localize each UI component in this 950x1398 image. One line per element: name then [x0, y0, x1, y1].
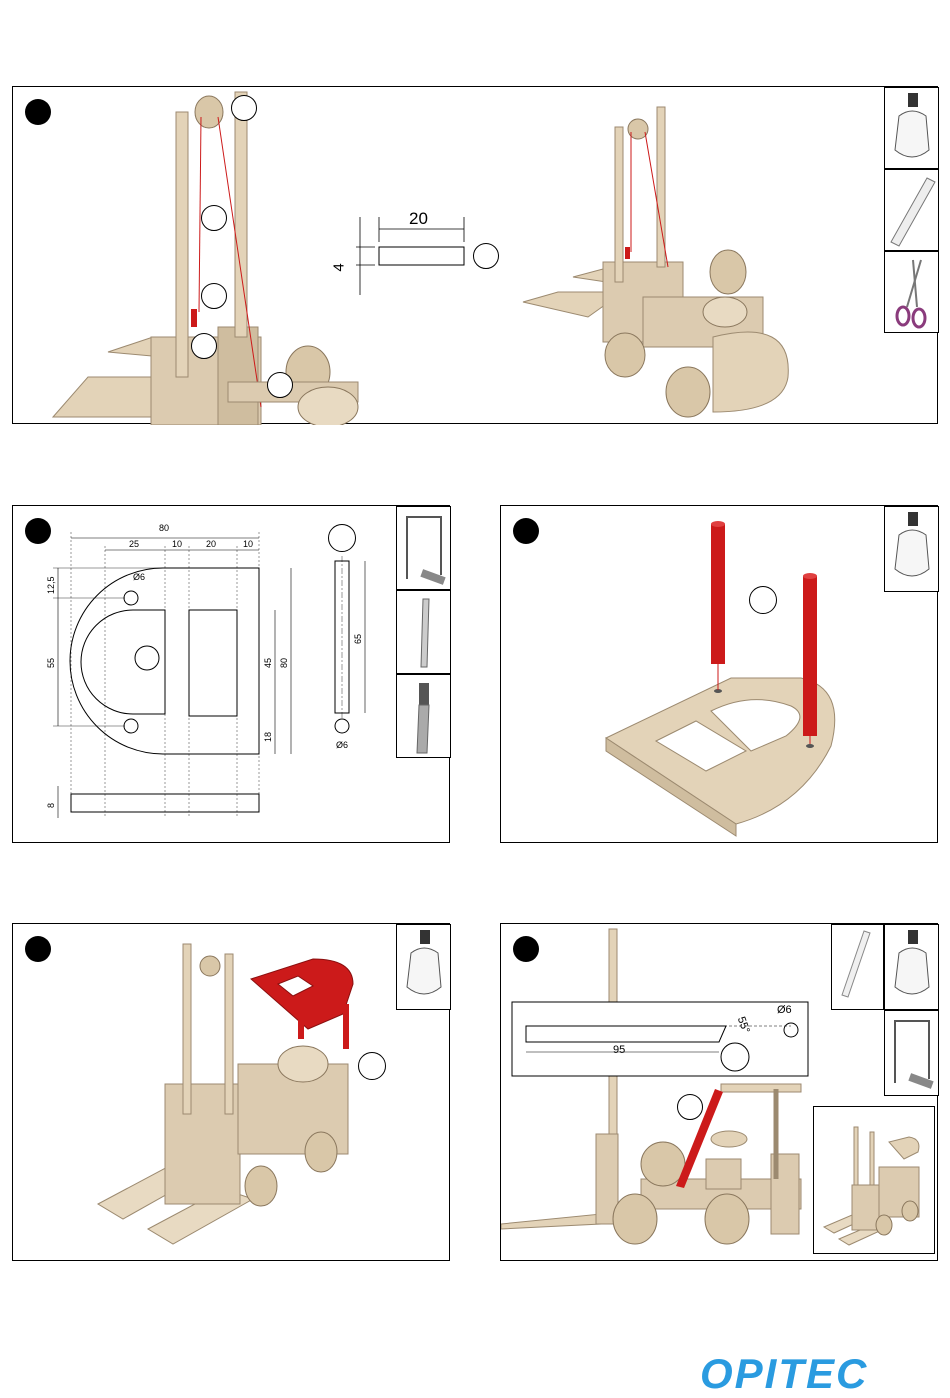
dim-rod-length: 65	[353, 634, 363, 644]
part-callout	[201, 205, 227, 231]
step-panel-5: 95 55° Ø6	[500, 923, 938, 1261]
dim-hole-diameter: Ø6	[133, 572, 145, 582]
dim-rod-diameter: Ø6	[336, 740, 348, 750]
dim-8: 8	[46, 803, 56, 808]
drill-bit-icon	[397, 591, 452, 675]
dim-45: 45	[263, 658, 273, 668]
glue-bottle-icon	[885, 88, 940, 170]
tool-glue-box	[884, 87, 939, 169]
part-callout	[677, 1094, 703, 1120]
fretsaw-icon	[885, 1011, 940, 1097]
dim-18: 18	[263, 732, 273, 742]
dim-20: 20	[206, 539, 216, 549]
step-panel-2: 80 25 10 20 10 Ø6 12,5 55 45 80 18 8 65 …	[12, 505, 450, 843]
tool-glue-box	[884, 506, 939, 592]
tool-glue-box	[884, 924, 939, 1010]
dimension-width-label: 20	[409, 209, 428, 229]
opitec-logo: OPITEC	[700, 1350, 868, 1398]
dim-bar-diameter: Ø6	[777, 1004, 792, 1016]
technical-drawing	[13, 506, 451, 844]
seat-mount-illustration	[13, 924, 451, 1262]
part-callout	[473, 243, 499, 269]
part-callout	[201, 283, 227, 309]
dim-25: 25	[129, 539, 139, 549]
scissors-icon	[885, 252, 940, 334]
file-icon	[397, 675, 452, 759]
glue-bottle-icon	[885, 507, 940, 593]
tool-scissors-box	[884, 251, 939, 333]
tool-fretsaw-box	[396, 506, 451, 590]
seat-assembly-illustration	[501, 506, 939, 844]
tool-drill-box	[396, 590, 451, 674]
dimension-height-label: 4	[331, 263, 348, 271]
dim-80-vertical: 80	[279, 658, 289, 668]
part-callout	[231, 95, 257, 121]
finished-forklift-thumbnail	[814, 1107, 936, 1255]
step-panel-4	[12, 923, 450, 1261]
tool-dowel-box	[831, 924, 884, 1010]
part-callout	[267, 372, 293, 398]
dim-bar-length: 95	[613, 1044, 625, 1056]
step-panel-1: 20 4	[12, 86, 938, 424]
dim-10a: 10	[172, 539, 182, 549]
tool-fretsaw-box	[884, 1010, 939, 1096]
dim-12-5: 12,5	[46, 576, 56, 594]
dim-total-width: 80	[159, 523, 169, 533]
tool-glue-box	[396, 924, 451, 1010]
fretsaw-icon	[397, 507, 452, 591]
tool-file-box	[396, 674, 451, 758]
tool-ruler-box	[884, 169, 939, 251]
step-panel-3	[500, 505, 938, 843]
glue-bottle-icon	[397, 925, 452, 1011]
dim-10b: 10	[243, 539, 253, 549]
part-callout	[328, 524, 356, 552]
dim-55: 55	[46, 658, 56, 668]
dowel-icon	[832, 925, 885, 1011]
glue-bottle-icon	[885, 925, 940, 1011]
ruler-icon	[885, 170, 940, 252]
part-callout	[191, 333, 217, 359]
part-callout	[358, 1052, 386, 1080]
part-callout	[749, 586, 777, 614]
finished-model-preview	[813, 1106, 935, 1254]
